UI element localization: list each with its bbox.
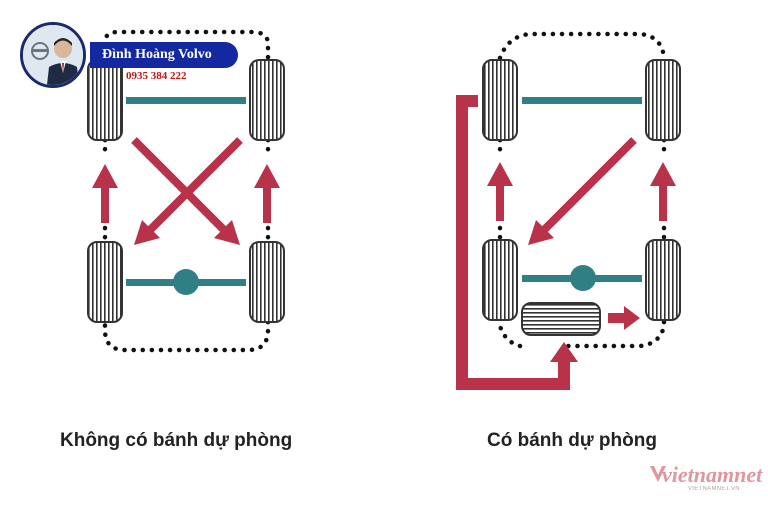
right-rear-right-tire — [645, 239, 681, 321]
dealer-badge: Đình Hoàng Volvo 0935 384 222 — [20, 22, 260, 88]
right-front-axle — [522, 97, 642, 104]
right-diagonal-arrow-fr-to-rl — [528, 137, 637, 245]
vietnamnet-logo-icon — [650, 466, 666, 482]
spare-to-rear-right-arrow — [608, 306, 640, 330]
right-diagram — [456, 31, 681, 390]
right-rear-left-tire — [482, 239, 518, 321]
right-up-arrow-right-side — [650, 162, 676, 221]
dealer-phone: 0935 384 222 — [126, 70, 187, 82]
vietnamnet-url: VIETNAMNET.VN — [688, 486, 740, 492]
front-left-to-spare-loop-arrow — [456, 95, 578, 390]
right-car-outline — [497, 31, 667, 349]
right-differential — [570, 265, 596, 291]
left-front-right-tire — [249, 59, 285, 141]
vietnamnet-logo-text: vietnamnet — [662, 462, 763, 487]
left-diagonal-arrow-fl-to-rr — [131, 137, 240, 245]
left-front-axle — [126, 97, 246, 104]
vietnamnet-watermark: vietnamnet VIETNAMNET.VN — [648, 462, 762, 496]
volvo-logo-icon — [31, 42, 49, 60]
left-rear-left-tire — [87, 241, 123, 323]
left-rear-right-tire — [249, 241, 285, 323]
left-up-arrow-right-side — [254, 164, 280, 223]
left-diagonal-arrow-fr-to-rl — [134, 137, 243, 245]
left-diagram — [87, 29, 285, 353]
dealer-avatar — [20, 22, 86, 88]
left-differential — [173, 269, 199, 295]
left-car-outline — [102, 29, 271, 353]
dealer-name: Đình Hoàng Volvo — [90, 42, 238, 68]
right-up-arrow-left-side — [487, 162, 513, 221]
right-front-right-tire — [645, 59, 681, 141]
spare-tire — [521, 302, 601, 336]
left-up-arrow-left-side — [92, 164, 118, 223]
caption-with-spare: Có bánh dự phòng — [487, 430, 657, 451]
caption-without-spare: Không có bánh dự phòng — [60, 430, 293, 451]
right-front-left-tire — [482, 59, 518, 141]
